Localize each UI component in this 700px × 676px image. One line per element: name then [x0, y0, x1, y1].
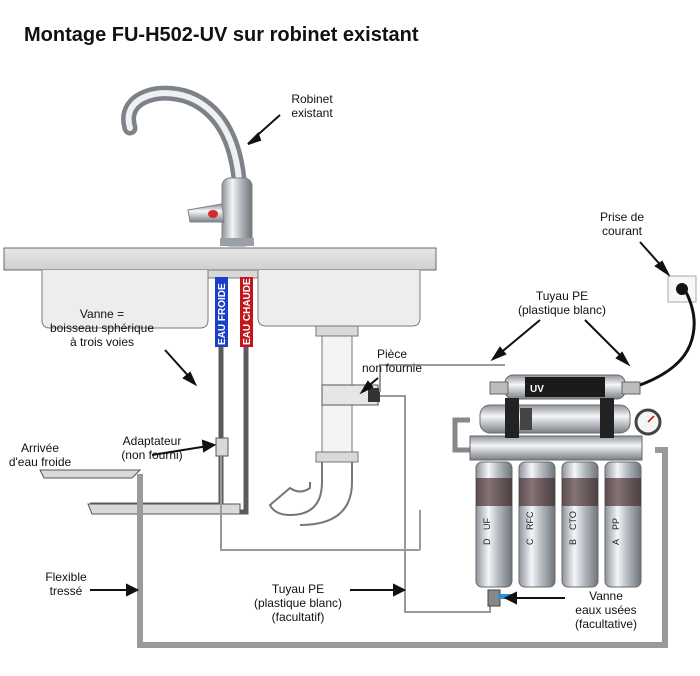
- label-tuyau-pe-top: Tuyau PE (plastique blanc): [518, 289, 606, 317]
- page-title: Montage FU-H502-UV sur robinet existant: [24, 24, 419, 46]
- label-vanne-3-voies: Vanne = boisseau sphérique à trois voies: [50, 307, 154, 349]
- svg-text:EAU FROIDE: EAU FROIDE: [217, 283, 228, 345]
- label-robinet: Robinet existant: [291, 92, 333, 120]
- svg-text:(non fourni): (non fourni): [121, 448, 182, 462]
- svg-text:tressé: tressé: [50, 584, 83, 598]
- sink-illustration: [3, 247, 437, 329]
- svg-text:(facultatif): (facultatif): [272, 610, 325, 624]
- svg-text:Pièce: Pièce: [377, 347, 407, 361]
- svg-text:Vanne: Vanne: [589, 589, 623, 603]
- svg-text:PP: PP: [611, 518, 621, 530]
- svg-text:existant: existant: [291, 106, 333, 120]
- svg-text:C: C: [525, 538, 535, 545]
- svg-text:B: B: [568, 539, 578, 545]
- svg-text:non fournie: non fournie: [362, 361, 422, 375]
- svg-text:Adaptateur: Adaptateur: [123, 434, 182, 448]
- svg-text:d'eau froide: d'eau froide: [9, 455, 72, 469]
- svg-text:UF: UF: [482, 518, 492, 530]
- drain-trap: [268, 325, 380, 526]
- cartridge-cto: CTO B: [561, 461, 599, 588]
- svg-text:Arrivée: Arrivée: [21, 441, 59, 455]
- svg-text:Prise de: Prise de: [600, 210, 644, 224]
- cartridge-uf: UF D: [475, 461, 513, 588]
- svg-text:(plastique blanc): (plastique blanc): [254, 596, 342, 610]
- cold-water-pipe-label: EAU FROIDE: [217, 283, 228, 345]
- supply-pipes: [39, 277, 420, 551]
- svg-text:Flexible: Flexible: [45, 570, 87, 584]
- svg-text:D: D: [482, 538, 492, 545]
- leader-arrows: [90, 114, 671, 605]
- label-adaptateur: Adaptateur (non fourni): [121, 434, 182, 462]
- svg-text:EAU CHAUDE: EAU CHAUDE: [242, 278, 253, 345]
- cartridge-rfc: RFC C: [518, 461, 556, 588]
- hot-water-pipe-label: EAU CHAUDE: [242, 278, 253, 345]
- svg-text:RFC: RFC: [525, 511, 535, 530]
- svg-text:A: A: [611, 539, 621, 545]
- label-arrivee: Arrivée d'eau froide: [9, 441, 72, 469]
- label-piece: Pièce non fournie: [362, 347, 422, 375]
- label-tuyau-pe-bottom: Tuyau PE (plastique blanc) (facultatif): [254, 582, 342, 624]
- cartridge-pp: PP A: [604, 461, 642, 588]
- label-flexible: Flexible tressé: [45, 570, 87, 598]
- label-vanne-eaux-usees: Vanne eaux usées (facultative): [575, 589, 637, 631]
- svg-text:eaux usées: eaux usées: [575, 603, 636, 617]
- svg-text:Tuyau PE: Tuyau PE: [272, 582, 324, 596]
- svg-text:courant: courant: [602, 224, 643, 238]
- svg-text:(plastique blanc): (plastique blanc): [518, 303, 606, 317]
- svg-text:(facultative): (facultative): [575, 617, 637, 631]
- svg-text:Robinet: Robinet: [291, 92, 333, 106]
- faucet-illustration: [121, 85, 254, 247]
- filter-unit: UV UF D RFC C CTO B: [452, 374, 662, 607]
- svg-text:boisseau sphérique: boisseau sphérique: [50, 321, 154, 335]
- svg-text:Vanne =: Vanne =: [80, 307, 124, 321]
- power-outlet: [639, 275, 697, 387]
- svg-text:Tuyau PE: Tuyau PE: [536, 289, 588, 303]
- svg-text:CTO: CTO: [568, 511, 578, 530]
- label-prise: Prise de courant: [600, 210, 644, 238]
- svg-text:à trois voies: à trois voies: [70, 335, 134, 349]
- uv-lamp-label: UV: [530, 384, 544, 395]
